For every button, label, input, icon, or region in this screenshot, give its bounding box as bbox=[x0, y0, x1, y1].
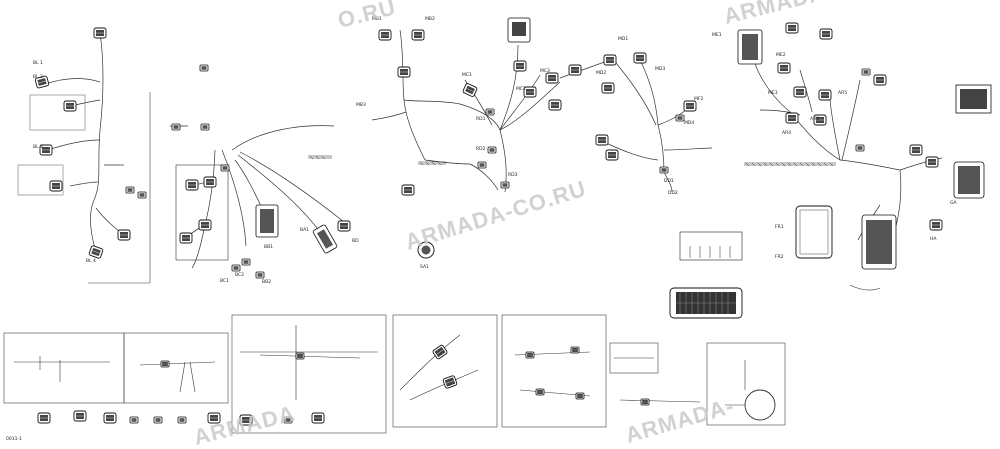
label-bl-1: BL 1 bbox=[33, 60, 43, 66]
label-md3: MD3 bbox=[655, 66, 665, 72]
label-ba1: BA1 bbox=[300, 227, 309, 233]
figure-id: 0011-1 bbox=[6, 436, 22, 442]
connector-group-right bbox=[737, 22, 992, 291]
connector-labels: BL 1 BL 2 BL 3 BL 4 MB1 MB2 MB3 MC1 MC2 … bbox=[33, 16, 957, 285]
label-sa1: SA1 bbox=[420, 264, 429, 270]
ecu-connector-block bbox=[669, 231, 743, 319]
label-fr1: FR1 bbox=[775, 224, 784, 230]
connector-group-left bbox=[17, 27, 209, 260]
bottom-detail-panels bbox=[14, 325, 776, 421]
watermark-center: ARMADA-CO.RU bbox=[402, 176, 589, 255]
label-mf2: MF2 bbox=[694, 96, 703, 102]
label-rd3: RD3 bbox=[508, 172, 518, 178]
hatch-marks bbox=[309, 155, 834, 167]
label-fr2: FR2 bbox=[775, 254, 784, 260]
label-bc2: BC2 bbox=[235, 272, 244, 278]
panel-frames bbox=[3, 92, 786, 434]
label-bb2: BB2 bbox=[262, 279, 271, 285]
label-ar4: AR4 bbox=[782, 130, 791, 136]
label-dd1: DD1 bbox=[664, 178, 674, 184]
label-ar3: AR3 bbox=[810, 116, 819, 122]
label-ha: HA bbox=[930, 236, 937, 242]
label-bl-3: BL 3 bbox=[33, 144, 43, 150]
label-bb1: BB1 bbox=[264, 244, 273, 250]
connector-group-center-left bbox=[171, 123, 351, 279]
ground-strips bbox=[308, 155, 836, 166]
label-bc1: BC1 bbox=[220, 278, 229, 284]
label-md4: MD4 bbox=[684, 120, 694, 126]
label-bl-4: BL 4 bbox=[86, 258, 96, 264]
label-md1: MD1 bbox=[618, 36, 628, 42]
label-ga: GA bbox=[950, 200, 957, 206]
label-rd2: RD2 bbox=[476, 146, 486, 152]
label-md2: MD2 bbox=[596, 70, 606, 76]
label-rd1: RD1 bbox=[476, 116, 486, 122]
label-me1: ME1 bbox=[712, 32, 722, 38]
watermark-top-right: ARMADA-CO.RU bbox=[721, 0, 909, 29]
label-mb2: MB2 bbox=[425, 16, 435, 22]
label-me2: ME2 bbox=[776, 52, 786, 58]
label-ar5: AR5 bbox=[838, 90, 847, 96]
watermark-bottom-center: ARMADA bbox=[191, 400, 298, 445]
watermark-top: O.RU bbox=[335, 0, 398, 33]
label-me3: ME3 bbox=[768, 90, 778, 96]
label-mb1: MB1 bbox=[372, 16, 382, 22]
label-mc2: MC2 bbox=[516, 86, 526, 92]
label-mc1: MC1 bbox=[462, 72, 472, 78]
label-mc3: MC3 bbox=[540, 68, 550, 74]
watermarks: O.RU ARMADA-CO.RU ARMADA-CO.RU ARMADA AR… bbox=[191, 0, 909, 449]
connector-group-center bbox=[378, 17, 582, 259]
label-bd: BD bbox=[352, 238, 359, 244]
label-bl-2: BL 2 bbox=[33, 74, 43, 80]
label-dd2: DD2 bbox=[668, 190, 678, 196]
connector-group-center-right bbox=[595, 52, 697, 174]
label-mb3: MB3 bbox=[356, 102, 366, 108]
